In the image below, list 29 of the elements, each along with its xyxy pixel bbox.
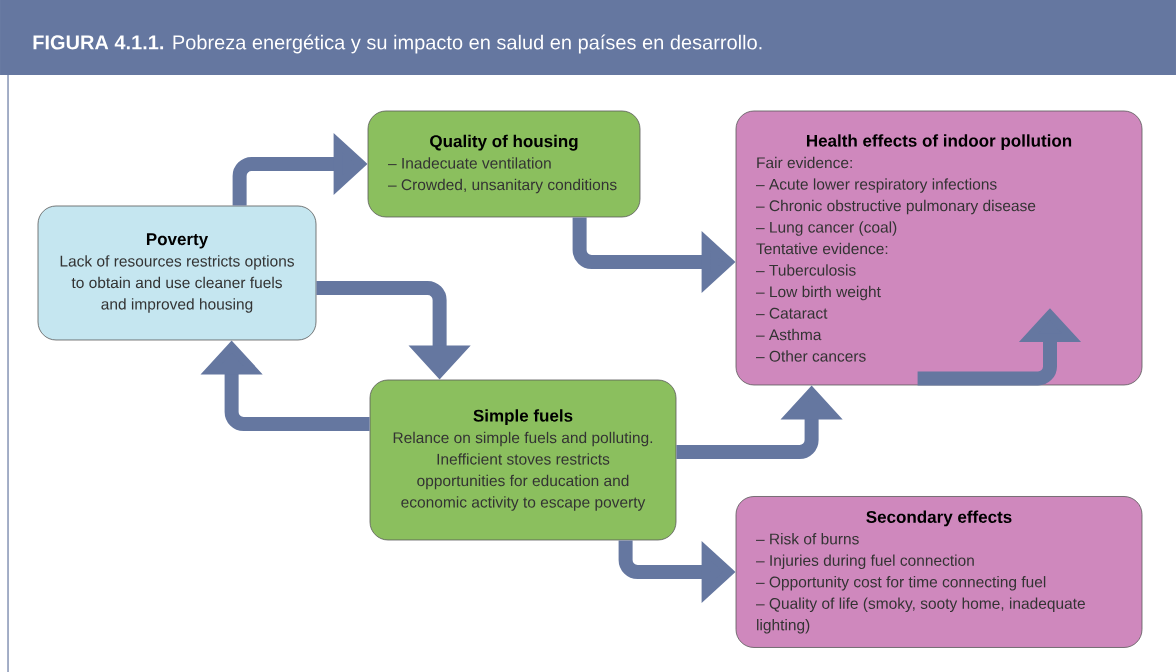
box-heading: Poverty — [146, 233, 209, 249]
box-description: Relance on simple fuels and polluting. Inefficient stoves restricts opportunities for education and economic activity to escape poverty — [393, 431, 653, 511]
list-item: – Risk of burns — [756, 533, 859, 545]
box-heading: Health effects of indoor pollution — [807, 134, 1072, 151]
rounded-box — [369, 379, 677, 541]
box-heading: Secondary effects — [866, 510, 1012, 527]
list-item: – Low birth weight — [756, 285, 881, 301]
list-item: – Injuries during fuel connection — [756, 554, 974, 569]
box-description: Lack of resources restricts options to obtain and use cleaner fuels and improved housing — [60, 255, 294, 313]
list-item: – Chronic obstructive pulmonary disease — [756, 199, 1036, 215]
list-item: – Other cancers — [756, 350, 866, 362]
list-item: – Lung cancer (coal) — [756, 221, 897, 236]
figure-title: FIGURA 4.1.1. Pobreza energética y su impacto en salud en países en desarrollo. — [33, 34, 762, 54]
list-item: Fair evidence: — [757, 156, 852, 169]
list-item: – Crowded, unsanitary conditions — [388, 178, 617, 194]
list-item: – Acute lower respiratory infections — [756, 178, 997, 193]
list-item: – Tuberculosis — [756, 264, 856, 276]
list-item: – Quality of life (smoky, sooty home, inadequate lighting) — [756, 597, 1085, 634]
list-item: – Inadecuate ventilation — [388, 157, 551, 169]
box-heading: Quality of housing — [430, 134, 578, 151]
rounded-box — [735, 110, 1143, 386]
list-item: – Cataract — [756, 307, 828, 319]
box-heading: Simple fuels — [473, 409, 573, 426]
list-item: Tentative evidence: — [756, 242, 888, 255]
rounded-box — [37, 205, 317, 341]
list-item: – Asthma — [756, 328, 822, 341]
rounded-box — [735, 496, 1143, 648]
list-item: – Opportunity cost for time connecting fuel — [756, 576, 1046, 591]
rounded-box — [367, 110, 641, 218]
